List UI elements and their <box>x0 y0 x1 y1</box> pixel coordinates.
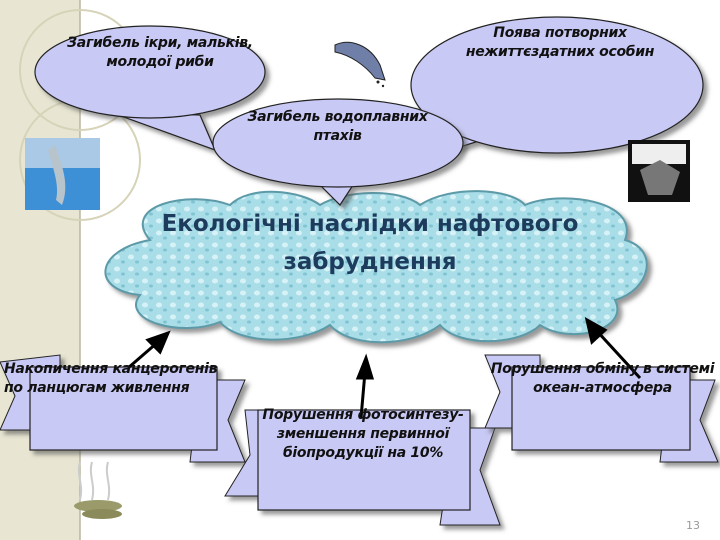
ribbon-ocean-atmosphere-text: Порушення обміну в системі океан-атмосфе… <box>490 361 715 396</box>
dolphin-image <box>25 138 100 210</box>
escher-fish-birds-image <box>628 140 690 202</box>
callout-mutants-text: Поява потворних нежиттєздатних особин <box>465 25 655 60</box>
callout-fish-death-text: Загибель ікри, мальків, молодої риби <box>67 35 253 70</box>
callout-birds-death <box>212 98 464 206</box>
page-number: 13 <box>686 519 700 532</box>
callout-birds-death-text: Загибель водоплавних птахів <box>247 109 428 144</box>
arrow-ocean-to-cloud <box>584 317 642 380</box>
arrow-photosynthesis-to-cloud <box>355 353 375 419</box>
slide-title: Екологічні наслідки нафтового забрудненн… <box>161 211 579 275</box>
falling-fish-image <box>334 41 386 88</box>
ribbon-ocean-atmosphere <box>484 354 719 463</box>
ribbon-carcinogens <box>0 354 246 463</box>
ribbon-photosynthesis-text: Порушення фотосинтезу-зменшення первинно… <box>262 407 464 461</box>
dead-fish-image <box>74 461 122 519</box>
callout-fish-death <box>34 25 266 152</box>
central-cloud <box>104 190 648 344</box>
ribbon-carcinogens-text: Накопичення канцерогенів по ланцюгам жив… <box>4 361 218 396</box>
arrow-carcinogens-to-cloud <box>127 330 171 370</box>
